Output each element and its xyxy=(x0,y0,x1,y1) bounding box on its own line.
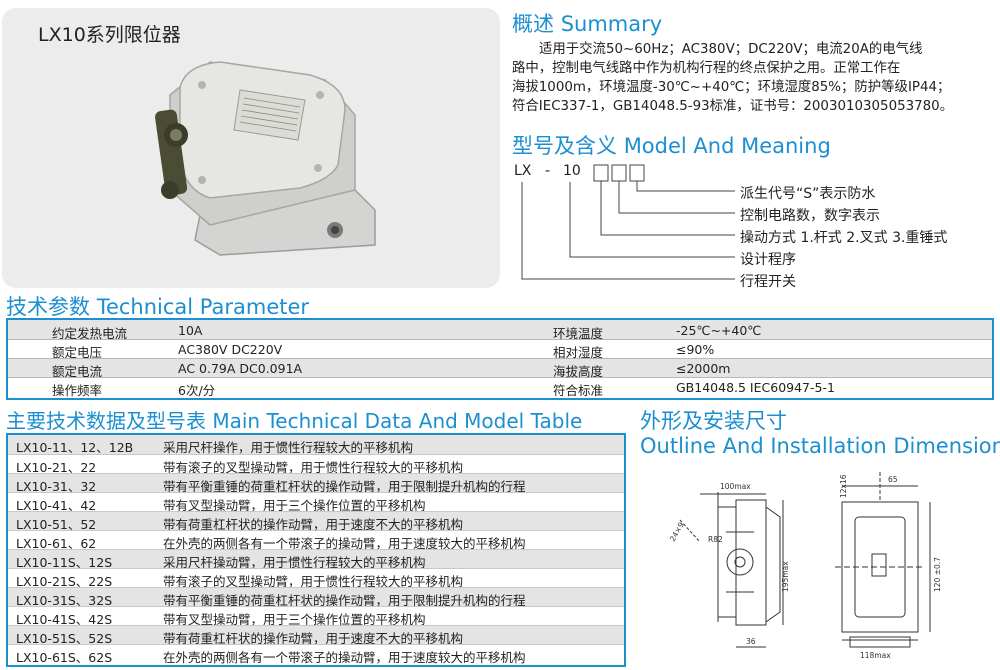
model-table-row: LX10-11S、12S 采用尺杆操动臂，用于惯性行程较大的平移机构 xyxy=(8,549,624,570)
summary-line: 符合IEC337-1，GB14048.5-93标准，证书号：2003010305… xyxy=(512,99,954,114)
model-code-dash: - xyxy=(545,163,551,179)
dim-118max: 118max xyxy=(860,651,891,660)
tech-param-heading: 技术参数 Technical Parameter xyxy=(6,291,309,321)
model-code-cell: LX10-51、52 xyxy=(16,517,97,532)
param-name: 环境温度 xyxy=(553,326,604,341)
param-value: AC 0.79A DC0.091A xyxy=(178,361,303,376)
model-desc-cell: 带有叉型操动臂，用于三个操作位置的平移机构 xyxy=(163,498,426,513)
tech-param-heading-en: Technical Parameter xyxy=(96,295,310,319)
param-name: 额定电压 xyxy=(52,345,103,360)
model-code-cell: LX10-31S、32S xyxy=(16,593,113,608)
tech-param-table: 约定发热电流 10A 环境温度 -25℃~+40℃ 额定电压 AC380V DC… xyxy=(6,318,994,400)
model-code-cell: LX10-41、42 xyxy=(16,498,97,513)
model-desc-cell: 带有荷重杠杆状的操作动臂，用于速度不大的平移机构 xyxy=(163,631,464,646)
model-meaning-heading-cn: 型号及含义 xyxy=(512,134,617,158)
param-value: AC380V DC220V xyxy=(178,342,283,357)
model-table-row: LX10-61、62 在外壳的两侧各有一个带滚子的操动臂，用于速度较大的平移机构 xyxy=(8,530,624,551)
model-code-prefix: LX xyxy=(514,163,532,179)
model-table-heading-cn: 主要技术数据及型号表 xyxy=(6,409,206,433)
product-title: LX10系列限位器 xyxy=(38,24,181,46)
model-table-row: LX10-41S、42S 带有叉型操动臂，用于三个操作位置的平移机构 xyxy=(8,606,624,627)
model-desc-cell: 带有滚子的叉型操动臂，用于惯性行程较大的平移机构 xyxy=(163,460,464,475)
model-meaning-heading: 型号及含义 Model And Meaning xyxy=(512,130,831,160)
model-desc-cell: 带有叉型操动臂，用于三个操作位置的平移机构 xyxy=(163,612,426,627)
outline-heading-cn: 外形及安装尺寸 xyxy=(640,409,787,433)
model-code-cell: LX10-61、62 xyxy=(16,536,97,551)
model-desc-cell: 带有荷重杠杆状的操作动臂，用于速度不大的平移机构 xyxy=(163,517,464,532)
model-desc-cell: 带有平衡重锤的荷重杠杆状的操作动臂，用于限制提升机构的行程 xyxy=(163,593,526,608)
param-value: 6次/分 xyxy=(178,383,216,398)
model-code-cell: LX10-31、32 xyxy=(16,479,97,494)
param-name: 额定电流 xyxy=(52,364,103,379)
summary-heading-en: Summary xyxy=(560,12,663,36)
outline-heading-en: Outline And Installation Dimensions xyxy=(640,434,1000,458)
param-value: 10A xyxy=(178,323,203,338)
model-code-cell: LX10-11S、12S xyxy=(16,555,113,570)
summary-line: 路中，控制电气线路中作为机构行程的终点保护之用。正常工作在 xyxy=(512,61,901,76)
model-table-heading: 主要技术数据及型号表 Main Technical Data And Model… xyxy=(6,405,582,434)
model-meaning-heading-en: Model And Meaning xyxy=(623,134,831,158)
model-table-row: LX10-31S、32S 带有平衡重锤的荷重杠杆状的操作动臂，用于限制提升机构的行… xyxy=(8,587,624,608)
model-meaning-item: 操动方式 1.杆式 2.叉式 3.重锤式 xyxy=(740,230,948,246)
model-table-row: LX10-21S、22S 带有滚子的叉型操动臂，用于惯性行程较大的平移机构 xyxy=(8,568,624,589)
model-code-cell: LX10-21、22 xyxy=(16,460,97,475)
model-code-cell: LX10-41S、42S xyxy=(16,612,113,627)
summary-line: 适用于交流50~60Hz；AC380V；DC220V；电流20A的电气线 xyxy=(539,42,923,57)
model-desc-cell: 采用尺杆操动臂，用于惯性行程较大的平移机构 xyxy=(163,555,426,570)
model-table-row: LX10-51、52 带有荷重杠杆状的操作动臂，用于速度不大的平移机构 xyxy=(8,511,624,532)
param-value: -25℃~+40℃ xyxy=(676,323,762,338)
dim-24x9: 24×9 xyxy=(668,520,686,543)
dim-12x16: 12x16 xyxy=(839,474,848,498)
model-table-row: LX10-51S、52S 带有荷重杠杆状的操作动臂，用于速度不大的平移机构 xyxy=(8,625,624,646)
dim-65: 65 xyxy=(888,475,898,484)
dim-r82: R82 xyxy=(708,535,723,544)
param-value: GB14048.5 IEC60947-5-1 xyxy=(676,380,835,395)
param-name: 符合标准 xyxy=(553,383,604,398)
summary-heading: 概述 Summary xyxy=(512,8,662,38)
model-desc-cell: 带有平衡重锤的荷重杠杆状的操作动臂，用于限制提升机构的行程 xyxy=(163,479,526,494)
model-desc-cell: 采用尺杆操作，用于惯性行程较大的平移机构 xyxy=(163,440,414,455)
model-table-row: LX10-61S、62S 在外壳的两侧各有一个带滚子的操动臂，用于速度较大的平移机… xyxy=(8,644,624,665)
model-table-row: LX10-11、12、12B 采用尺杆操作，用于惯性行程较大的平移机构 xyxy=(8,435,624,455)
model-table-heading-en: Main Technical Data And Model Table xyxy=(212,409,583,433)
model-meaning-item: 行程开关 xyxy=(740,274,796,290)
model-table-row: LX10-21、22 带有滚子的叉型操动臂，用于惯性行程较大的平移机构 xyxy=(8,454,624,475)
model-table-row: LX10-41、42 带有叉型操动臂，用于三个操作位置的平移机构 xyxy=(8,492,624,513)
model-code-cell: LX10-11、12、12B xyxy=(16,440,134,455)
model-desc-cell: 在外壳的两侧各有一个带滚子的操动臂，用于速度较大的平移机构 xyxy=(163,650,526,665)
tech-param-heading-cn: 技术参数 xyxy=(6,295,90,319)
model-code-cell: LX10-61S、62S xyxy=(16,650,113,665)
model-meaning-item: 派生代号“S”表示防水 xyxy=(740,186,876,202)
summary-line: 海拔1000m，环境温度-30℃~+40℃；环境湿度85%；防护等级IP44； xyxy=(512,80,951,95)
param-value: ≤2000m xyxy=(676,361,731,376)
model-code-diagram xyxy=(521,164,735,280)
outline-drawing: 100max 195max 36 R82 24×9 65 12x16 120 ±… xyxy=(668,472,942,660)
limit-switch-photo xyxy=(155,61,376,256)
model-code-number: 10 xyxy=(563,163,581,179)
dim-36: 36 xyxy=(746,637,756,646)
param-value: ≤90% xyxy=(676,342,715,357)
param-name: 约定发热电流 xyxy=(52,326,128,341)
dim-100max: 100max xyxy=(720,482,751,491)
model-desc-cell: 在外壳的两侧各有一个带滚子的操动臂，用于速度较大的平移机构 xyxy=(163,536,526,551)
dim-120: 120 ±0.7 xyxy=(933,557,942,592)
dim-195max: 195max xyxy=(781,561,790,592)
param-name: 操作频率 xyxy=(52,383,103,398)
summary-text: 适用于交流50~60Hz；AC380V；DC220V；电流20A的电气线 路中，… xyxy=(512,40,996,116)
model-table-row: LX10-31、32 带有平衡重锤的荷重杠杆状的操作动臂，用于限制提升机构的行程 xyxy=(8,473,624,494)
param-name: 相对湿度 xyxy=(553,345,604,360)
model-code-cell: LX10-21S、22S xyxy=(16,574,113,589)
param-name: 海拔高度 xyxy=(553,364,604,379)
model-meaning-item: 控制电路数，数字表示 xyxy=(740,208,880,224)
model-desc-cell: 带有滚子的叉型操动臂，用于惯性行程较大的平移机构 xyxy=(163,574,464,589)
model-code-cell: LX10-51S、52S xyxy=(16,631,113,646)
model-meaning-item: 设计程序 xyxy=(740,252,796,268)
summary-heading-cn: 概述 xyxy=(512,12,554,36)
